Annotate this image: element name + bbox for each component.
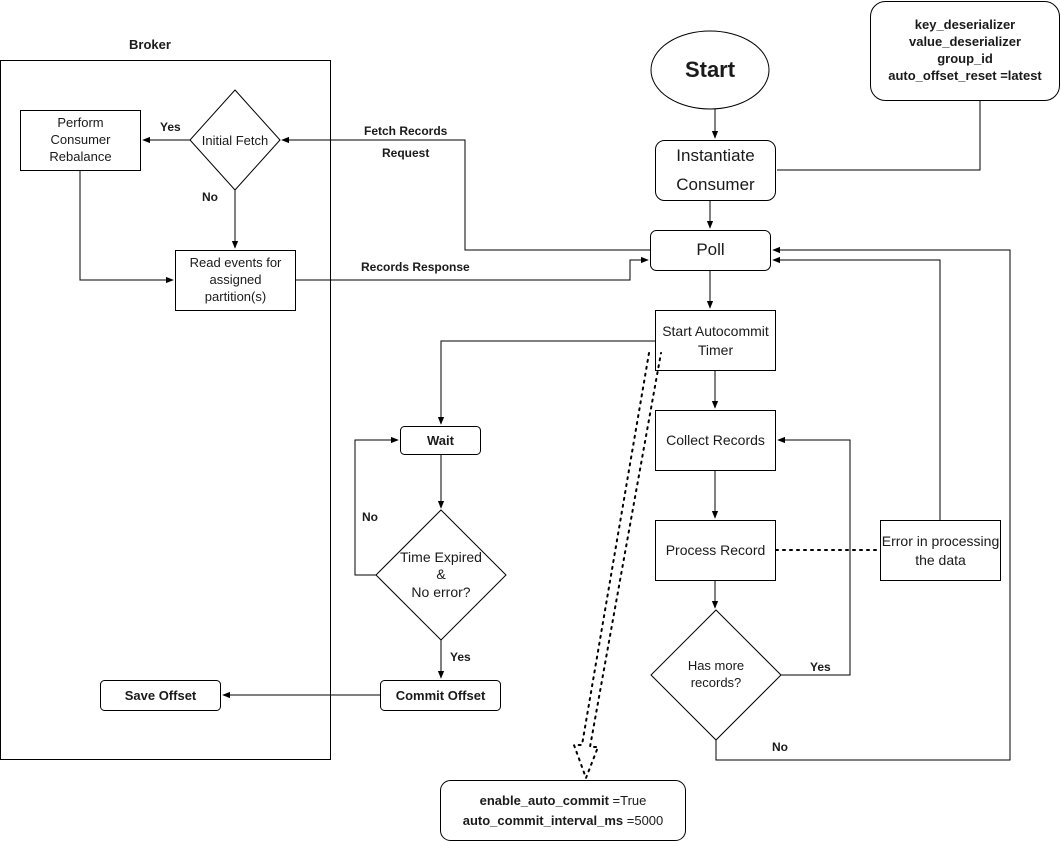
label-wait-no: No	[362, 510, 378, 524]
rebalance-node: Perform Consumer Rebalance	[49, 115, 112, 164]
config-node: key_deserializer value_deserializer grou…	[888, 17, 1042, 83]
read-events-node: Read events for assigned partition(s)	[189, 255, 282, 304]
process-node: Process Record	[665, 542, 766, 559]
dotted-hollow-arrow-timer-config	[572, 352, 662, 781]
edge-read-poll-response	[296, 256, 649, 281]
edge-error-poll	[772, 256, 941, 520]
collect-node: Collect Records	[666, 432, 765, 449]
edge-rebalance-read	[79, 171, 174, 284]
save-node: Save Offset	[124, 687, 197, 703]
config-node-shape	[870, 1, 1060, 101]
wait-node-shape	[400, 426, 481, 455]
instantiate-node-shape	[655, 140, 776, 201]
wait-node: Wait	[427, 432, 454, 448]
poll-node-shape	[650, 230, 771, 271]
poll-node: Poll	[696, 240, 725, 260]
autocommit-config-node: enable_auto_commit =True auto_commit_int…	[441, 781, 685, 840]
edge-hasmore-no-poll	[715, 246, 1011, 761]
label-commit-yes: Yes	[450, 650, 471, 664]
label-more-no: No	[772, 740, 788, 754]
edge-poll-fetch-request	[281, 136, 650, 251]
save-node-shape	[100, 680, 221, 711]
edge-hasmore-yes-collect	[777, 436, 851, 676]
label-more-yes: Yes	[810, 660, 831, 674]
edge-config-instantiate	[777, 101, 981, 171]
auto-commit-interval-key: auto_commit_interval_ms	[462, 812, 624, 828]
edge-timer-wait	[437, 340, 655, 425]
edge-timeexpired-no-wait	[354, 436, 399, 576]
label-initial-no: No	[202, 190, 218, 204]
has-more-node: Has more records?	[687, 658, 745, 690]
broker-title: Broker	[129, 37, 171, 53]
collect-node-shape	[655, 410, 776, 471]
commit-node: Commit Offset	[395, 687, 486, 703]
start-timer-node: Start Autocommit Timer	[662, 323, 769, 358]
label-request: Request	[382, 146, 430, 160]
auto-commit-interval-value: =5000	[623, 812, 664, 828]
error-node: Error in processing the data	[881, 533, 1000, 568]
broker-container	[0, 60, 331, 760]
read-events-node-shape	[175, 250, 296, 311]
enable-auto-commit-value: =True	[608, 793, 647, 808]
enable-auto-commit-key: enable_auto_commit	[479, 793, 609, 808]
process-node-shape	[655, 520, 776, 581]
start-timer-node-shape	[655, 310, 776, 371]
rebalance-node-shape	[20, 110, 141, 171]
start-node-shape	[650, 30, 770, 110]
label-fetch-records: Fetch Records	[364, 124, 448, 138]
initial-fetch-node: Initial Fetch	[201, 133, 269, 149]
start-node: Start	[684, 56, 736, 82]
error-node-shape	[880, 520, 1001, 581]
instantiate-node: Instantiate Consumer	[676, 146, 755, 194]
time-expired-node: Time Expired & No error?	[400, 548, 482, 600]
label-rebalance-yes: Yes	[160, 120, 181, 134]
label-records-response: Records Response	[361, 260, 470, 274]
commit-node-shape	[380, 680, 501, 711]
